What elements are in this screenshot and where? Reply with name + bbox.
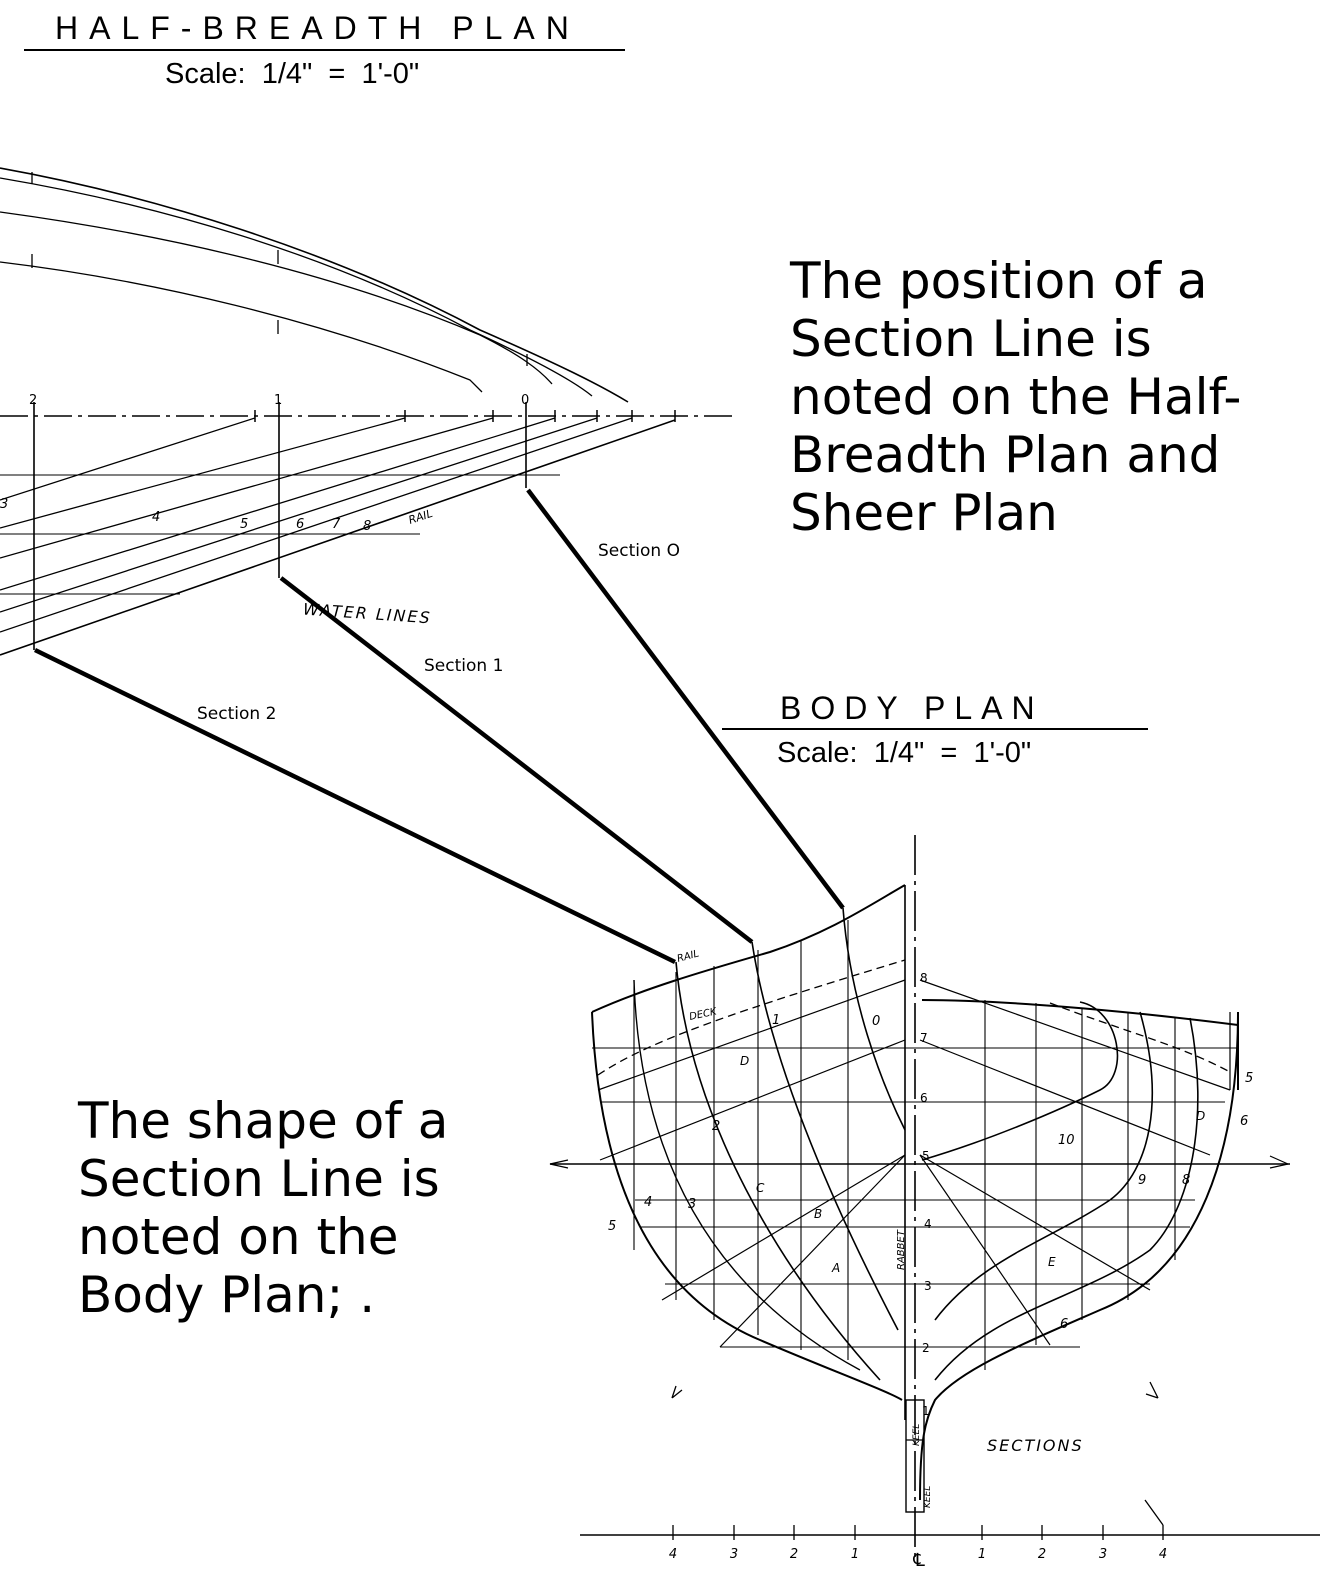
baseline-number: 1 <box>851 1547 859 1562</box>
section-1-label: Section 1 <box>424 656 504 676</box>
half-breadth-plan <box>0 49 735 656</box>
baseline-number: 4 <box>669 1547 677 1562</box>
diagonal-letter: B <box>814 1207 822 1221</box>
section-0-label: Section O <box>598 541 680 561</box>
waterline-number: 2 <box>922 1341 930 1355</box>
section-number: 9 <box>1138 1173 1146 1188</box>
line-number: 4 <box>152 510 160 525</box>
baseline-number: 3 <box>1099 1547 1107 1562</box>
plan-curve <box>0 261 483 393</box>
line-number: 7 <box>332 517 341 532</box>
keel-label-lower: KEEL <box>923 1486 933 1508</box>
section-curve-1 <box>751 941 899 1331</box>
baseline-number: 2 <box>790 1547 798 1562</box>
diagonal-letter: E <box>1048 1255 1056 1269</box>
body-rail-label: RAIL <box>676 948 700 964</box>
section-number: 4 <box>644 1195 652 1210</box>
section-numbers-left: 0 1 2 3 4 5 <box>608 1013 880 1234</box>
section-number: 3 <box>688 1197 696 1212</box>
plan-curve <box>0 177 593 397</box>
station-number: 1 <box>274 393 282 408</box>
line-number: 3 <box>0 497 8 512</box>
section-curve-9 <box>934 1011 1154 1321</box>
section-curve-10 <box>921 1001 1119 1161</box>
diagonal-letters: D C B A D E <box>740 1054 1205 1275</box>
hull-outline-left <box>591 1011 903 1401</box>
sections-label: SECTIONS <box>987 1436 1084 1455</box>
baseline-number: ℄ <box>911 1550 927 1571</box>
rabbet-label: RABBET <box>896 1229 907 1270</box>
section-number: 10 <box>1058 1133 1075 1148</box>
section-number: 5 <box>608 1219 616 1234</box>
plan-curve <box>0 167 629 403</box>
section-curve-0 <box>842 907 906 1131</box>
section-number: 5 <box>1245 1071 1253 1086</box>
shape-note: The shape of a Section Line is noted on … <box>78 1092 449 1324</box>
waterline-number: 8 <box>920 971 928 985</box>
waterline-number: 7 <box>920 1031 928 1045</box>
line-number: 5 <box>240 517 248 532</box>
section-curve-8 <box>934 1017 1199 1381</box>
section-number: 0 <box>872 1014 880 1029</box>
baseline-numbers: 4 3 2 1 ℄ 1 2 3 4 <box>669 1547 1167 1571</box>
section-curve-3 <box>633 979 861 1371</box>
waterline-number: 1 <box>922 1404 930 1418</box>
waterline-number: 6 <box>920 1091 928 1105</box>
sheer-line-left <box>591 884 906 1013</box>
diagonal-letter: D <box>740 1054 749 1068</box>
waterline-numbers: 8 7 6 5 4 3 2 1 <box>920 971 932 1418</box>
section-number: 6 <box>1240 1114 1248 1129</box>
line-number: 6 <box>296 517 304 532</box>
section-number: 2 <box>712 1119 720 1134</box>
section-2-leader <box>34 647 676 965</box>
keel <box>905 1399 925 1513</box>
plan-curve <box>0 211 553 385</box>
keel-label-upper: KEEL <box>912 1424 922 1446</box>
diagonal-letter: C <box>756 1181 765 1195</box>
position-note: The position of a Section Line is noted … <box>790 252 1242 542</box>
deck-line-left <box>597 959 906 1076</box>
hull-outline-right <box>919 1011 1239 1501</box>
baseline-number: 1 <box>978 1547 986 1562</box>
body-plan-scale: Scale: 1/4" = 1'-0" <box>777 737 1032 769</box>
deck-line-right <box>1049 1002 1231 1073</box>
sheer-line-right <box>921 999 1239 1026</box>
body-plan-title: BODY PLAN <box>780 690 1044 726</box>
section-number: 8 <box>1182 1173 1190 1188</box>
waterline-number: 4 <box>924 1217 932 1231</box>
baseline-number: 3 <box>730 1547 738 1562</box>
body-plan <box>549 728 1320 1560</box>
section-1-leader <box>279 576 754 944</box>
section-2-label: Section 2 <box>197 704 277 724</box>
diagonal-letter: D <box>1196 1109 1205 1123</box>
station-number: 0 <box>521 393 529 408</box>
section-number: 6 <box>1060 1317 1068 1332</box>
diagonal-letter: A <box>831 1261 840 1275</box>
half-breadth-title: HALF-BREADTH PLAN <box>55 10 580 46</box>
rail-line <box>0 419 676 656</box>
section-curve-2 <box>675 961 881 1381</box>
section-number: 1 <box>772 1013 780 1028</box>
section-numbers-right: 10 9 8 6 5 6 <box>1058 1071 1253 1332</box>
line-number: 8 <box>363 519 371 534</box>
baseline-number: 2 <box>1038 1547 1046 1562</box>
section-callouts <box>34 488 845 965</box>
station-number: 2 <box>29 393 37 408</box>
section-0-leader <box>526 488 845 910</box>
rail-label: RAIL <box>407 507 434 527</box>
waterline-number: 5 <box>922 1149 930 1163</box>
waterline-number: 3 <box>924 1279 932 1293</box>
baseline-number: 4 <box>1159 1547 1167 1562</box>
half-breadth-scale: Scale: 1/4" = 1'-0" <box>165 58 420 90</box>
